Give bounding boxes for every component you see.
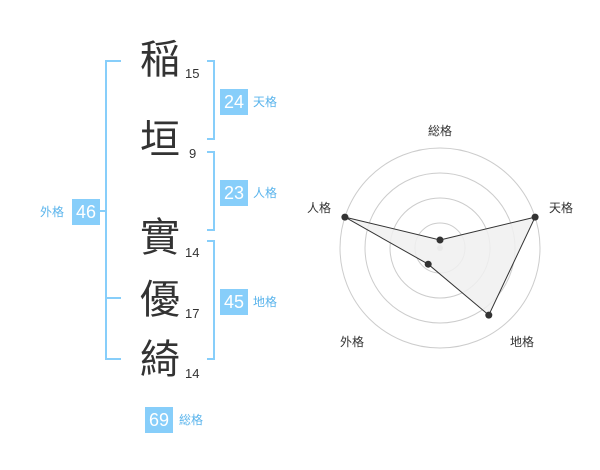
chikaku-bracket — [207, 240, 215, 360]
radar-grid-ring — [339, 147, 541, 349]
soukaku-label: 総格 — [179, 413, 204, 427]
chikaku-label: 地格 — [253, 295, 278, 309]
chikaku-value: 45 — [220, 289, 249, 315]
radar-point-2 — [485, 311, 493, 319]
radar-label-soukaku: 総格 — [428, 124, 453, 138]
radar-label-gaikaku: 外格 — [340, 335, 365, 349]
radar-point-3 — [424, 260, 432, 268]
tenkaku-bracket — [207, 60, 215, 140]
radar-series-shape — [344, 216, 536, 316]
radar-label-tenkaku: 天格 — [549, 201, 574, 215]
stroke-count-5: 14 — [185, 366, 200, 381]
gaikaku-label: 外格 — [40, 205, 65, 219]
jinkaku-bracket — [207, 151, 215, 231]
stroke-count-1: 15 — [185, 66, 200, 81]
name-char-2: 垣 — [140, 117, 180, 163]
soukaku-value: 69 — [145, 407, 174, 433]
radar-label-chikaku: 地格 — [510, 335, 535, 349]
name-char-4: 優 — [140, 277, 180, 323]
jinkaku-label: 人格 — [253, 186, 278, 200]
stroke-count-2: 9 — [189, 146, 197, 161]
jinkaku-value: 23 — [220, 180, 249, 206]
name-char-1: 稲 — [140, 37, 180, 83]
tenkaku-label: 天格 — [253, 95, 278, 109]
stroke-count-4: 17 — [185, 306, 200, 321]
name-char-5: 綺 — [140, 337, 180, 383]
gaikaku-value: 46 — [72, 199, 101, 225]
tenkaku-value: 24 — [220, 89, 249, 115]
radar-label-jinkaku: 人格 — [307, 201, 332, 215]
name-char-3: 實 — [140, 215, 180, 261]
radar-point-1 — [531, 213, 539, 221]
radar-point-0 — [436, 236, 444, 244]
stroke-count-3: 14 — [185, 245, 200, 260]
radar-point-4 — [341, 213, 349, 221]
